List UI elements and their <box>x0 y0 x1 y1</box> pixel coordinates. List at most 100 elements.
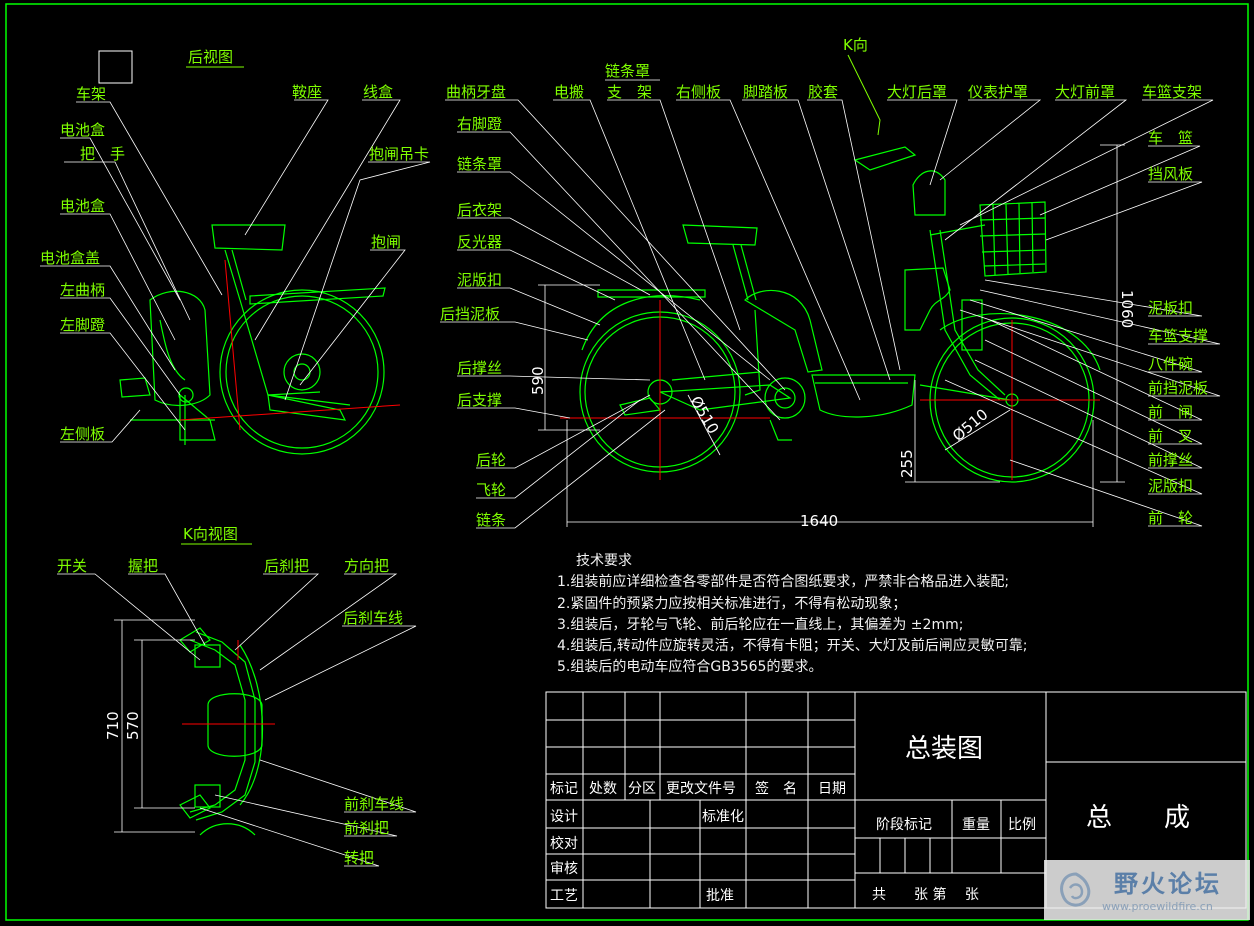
side-label-motor: 电搬 <box>554 83 584 101</box>
tb-role-review: 审核 <box>550 861 578 877</box>
side-label-front-fender: 前挡泥板 <box>1148 379 1208 397</box>
side-dimension-lines <box>538 144 1125 527</box>
k-label-grip: 握把 <box>128 557 158 575</box>
dim-1640: 1640 <box>800 512 838 530</box>
dim-710: 710 <box>104 711 122 740</box>
rear-label-frame: 车架 <box>76 85 106 103</box>
rear-label-left-side-panel: 左侧板 <box>60 425 105 443</box>
rear-label-battery-cover: 电池盒盖 <box>40 249 100 267</box>
k-leaders <box>57 573 417 867</box>
tb-role-check: 校对 <box>550 835 578 852</box>
tech-item-1: 1.组装前应详细检查各零部件是否符合图纸要求，严禁非合格品进入装配; <box>557 573 1009 590</box>
tb-header-mark: 标记 <box>550 781 578 797</box>
side-leaders <box>440 79 1221 529</box>
k-dimension-lines <box>114 619 195 833</box>
side-label-rear-fender: 后挡泥板 <box>440 305 500 323</box>
tb-header-change-doc: 更改文件号 <box>666 781 736 797</box>
tb-header-zone: 分区 <box>628 781 656 797</box>
side-label-basket-support: 车篮支撑 <box>1148 327 1208 345</box>
rear-label-wire-box: 线盒 <box>363 83 393 101</box>
side-label-chain-cover-top: 链条罩 <box>605 62 650 80</box>
side-label-rear-wheel: 后轮 <box>476 451 506 469</box>
side-label-front-wheel: 前 轮 <box>1148 509 1193 527</box>
tech-title: 技术要求 <box>576 553 632 569</box>
side-label-windshield: 挡风板 <box>1148 165 1193 183</box>
side-label-rear-rack: 后衣架 <box>457 201 502 219</box>
side-label-footboard: 脚踏板 <box>743 83 788 101</box>
side-label-chain-cover: 链条罩 <box>457 155 502 173</box>
side-label-freewheel: 飞轮 <box>476 481 506 499</box>
side-label-rear-support: 后支撑 <box>457 391 502 409</box>
side-label-headlight-rear-cover: 大灯后罩 <box>887 83 947 101</box>
tb-drawing-name: 总装图 <box>905 734 983 764</box>
side-label-rear-stay-wire: 后撑丝 <box>457 359 502 377</box>
title-block-grid <box>545 691 1247 909</box>
rear-leaders <box>40 99 431 443</box>
side-label-crank-gear: 曲柄牙盘 <box>446 83 506 101</box>
side-label-rubber-sleeve: 胶套 <box>808 83 838 101</box>
dim-570: 570 <box>124 711 142 740</box>
tb-part-name: 总 成 <box>1086 803 1190 833</box>
k-label-throttle: 转把 <box>344 849 374 867</box>
k-direction-arrow <box>847 54 881 136</box>
tech-item-3: 3.组装后，牙轮与飞轮、前后轮应在一直线上，其偏差为 ±2mm; <box>557 616 963 633</box>
rear-label-left-crank: 左曲柄 <box>60 281 105 299</box>
k-arrow-label: K向 <box>843 36 868 54</box>
watermark-url: www.proewildfire.cn <box>1102 900 1213 913</box>
tb-standardize: 标准化 <box>702 809 744 825</box>
side-label-right-side-panel: 右侧板 <box>676 83 721 101</box>
tech-item-4: 4.组装后,转动件应旋转灵活，不得有卡阻；开关、大灯及前后闸应灵敏可靠; <box>557 637 1028 654</box>
side-label-instrument-cover: 仪表护罩 <box>968 83 1028 101</box>
side-label-right-pedal: 右脚蹬 <box>457 115 502 133</box>
side-label-front-fork: 前 叉 <box>1148 427 1193 445</box>
tech-item-2: 2.紧固件的预紧力应按相关标准进行，不得有松动现象； <box>557 595 906 612</box>
side-label-front-brake: 前 闸 <box>1148 403 1193 421</box>
k-label-switch: 开关 <box>57 557 87 575</box>
side-centerlines <box>560 300 1100 480</box>
tb-weight: 重量 <box>962 817 990 833</box>
side-label-headset: 八件碗 <box>1148 355 1193 373</box>
side-label-fender-clip: 泥版扣 <box>457 271 502 289</box>
rear-label-battery-box-b: 电池盒 <box>60 197 105 215</box>
tb-role-process: 工艺 <box>550 888 578 904</box>
k-label-handlebar: 方向把 <box>344 557 389 575</box>
rear-view-bike <box>119 224 386 455</box>
dim-590: 590 <box>529 366 547 395</box>
side-label-front-stay-wire: 前撑丝 <box>1148 451 1193 469</box>
k-label-rear-brake-lever: 后刹把 <box>264 557 309 575</box>
k-label-front-brake-cable: 前刹车线 <box>344 795 404 813</box>
side-label-reflector: 反光器 <box>457 233 502 251</box>
rear-label-left-pedal: 左脚蹬 <box>60 316 105 334</box>
side-label-basket-bracket: 车篮支架 <box>1142 83 1202 101</box>
rear-centerline <box>224 259 241 431</box>
rear-view-title: 后视图 <box>188 48 233 66</box>
dim-1060: 1060 <box>1118 290 1136 328</box>
side-label-basket: 车 篮 <box>1148 129 1193 147</box>
drawing-frame <box>5 3 1249 921</box>
k-view-centerline <box>182 640 275 725</box>
rear-ground-line <box>179 404 401 421</box>
watermark: 野火论坛 www.proewildfire.cn <box>1044 860 1250 920</box>
tb-approve: 批准 <box>706 888 734 904</box>
tb-header-signature: 签 名 <box>755 780 797 797</box>
rear-label-handle: 把 手 <box>80 145 125 163</box>
side-label-fender-clip-front: 泥版扣 <box>1148 477 1193 495</box>
rear-label-band-brake: 抱闸 <box>371 233 401 251</box>
side-label-headlight-front-cover: 大灯前罩 <box>1055 83 1115 101</box>
k-view-title: K向视图 <box>183 525 238 543</box>
tb-header-count: 处数 <box>589 781 617 797</box>
watermark-title: 野火论坛 <box>1114 870 1222 898</box>
tb-sheets: 共 张 第 张 <box>872 886 979 903</box>
rear-label-saddle: 鞍座 <box>292 83 322 101</box>
side-label-bracket: 支 架 <box>607 83 652 101</box>
side-label-chain: 链条 <box>476 511 506 529</box>
side-label-front-fender-clip: 泥板扣 <box>1148 299 1193 317</box>
tb-scale: 比例 <box>1008 817 1036 833</box>
k-label-rear-brake-cable: 后刹车线 <box>343 609 403 627</box>
k-label-front-brake-lever: 前刹把 <box>344 819 389 837</box>
tb-stage: 阶段标记 <box>876 817 932 833</box>
rear-label-brake-clip: 抱闸吊卡 <box>369 145 429 163</box>
tb-header-date: 日期 <box>818 781 846 797</box>
small-box <box>98 50 133 84</box>
